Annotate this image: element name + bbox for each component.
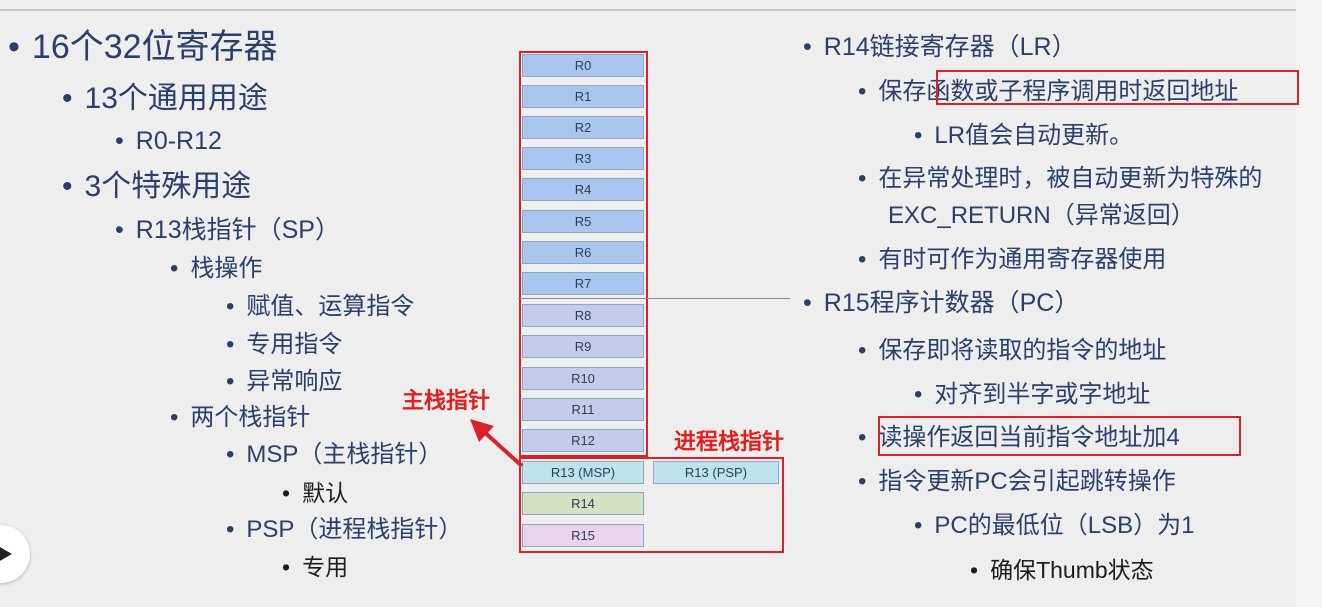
red-box-general-registers (519, 51, 648, 457)
register-r0: R0 (522, 54, 644, 77)
bullet-psp: •PSP（进程栈指针） (226, 516, 463, 543)
register-r11: R11 (522, 398, 644, 421)
bullet-sp: •R13栈指针（SP） (115, 216, 340, 244)
play-icon (0, 547, 12, 561)
bullet-lr-general: •有时可作为通用寄存器使用 (858, 246, 1167, 273)
bullet-dot: • (858, 165, 867, 192)
bullet-dot: • (858, 468, 867, 495)
bullet-stack-ops: •栈操作 (170, 255, 263, 282)
bullet-pc: •R15程序计数器（PC） (803, 289, 1080, 317)
bullet-dot: • (170, 404, 179, 431)
register-r14: R14 (522, 492, 644, 515)
bullet-dot: • (282, 480, 291, 506)
bullet-dot: • (803, 289, 812, 317)
bullet-msp-default: •默认 (282, 480, 349, 506)
label-process-stack-pointer: 进程栈指针 (674, 429, 785, 454)
bullet-dot: • (858, 337, 867, 364)
bullet-dot: • (226, 368, 235, 395)
bullet-psp-dedicated: •专用 (282, 554, 349, 580)
red-box-lr-return-address (936, 70, 1299, 105)
bullet-lr: •R14链接寄存器（LR） (803, 33, 1077, 61)
register-r13-psp: R13 (PSP) (653, 461, 779, 484)
bullet-dot: • (226, 441, 235, 468)
bullet-dot: • (914, 512, 923, 539)
bullet-dot: • (115, 216, 124, 244)
play-button[interactable] (0, 525, 30, 583)
register-r13-msp: R13 (MSP) (522, 461, 644, 484)
register-r3: R3 (522, 147, 644, 170)
bullet-dot: • (8, 28, 20, 66)
bullet-two-sp: •两个栈指针 (170, 404, 311, 431)
register-r7: R7 (522, 272, 644, 295)
bullet-pc-align: •对齐到半字或字地址 (914, 381, 1151, 408)
bullet-dot: • (226, 293, 235, 320)
bullet-lr-exception: •在异常处理时，被自动更新为特殊的 (858, 165, 1263, 192)
bullet-dot: • (858, 424, 867, 451)
bullet-dot: • (226, 331, 235, 358)
register-r6: R6 (522, 241, 644, 264)
bullet-dot: • (115, 127, 124, 155)
bullet-dot: • (170, 255, 179, 282)
register-r15: R15 (522, 524, 644, 547)
bullet-pc-save: •保存即将读取的指令的地址 (858, 337, 1167, 364)
register-r12: R12 (522, 429, 644, 452)
bullet-special-purpose: •3个特殊用途 (62, 170, 252, 203)
bullet-pc-lsb: •PC的最低位（LSB）为1 (914, 512, 1195, 539)
lr-exc-return-line: EXC_RETURN（异常返回） (888, 202, 1195, 229)
register-r8: R8 (522, 304, 644, 327)
bullet-dot: • (970, 557, 979, 583)
bullet-op-exception: •异常响应 (226, 368, 343, 395)
bullet-dot: • (803, 33, 812, 61)
bullet-dot: • (914, 122, 923, 149)
bullet-pc-thumb: •确保Thumb状态 (970, 557, 1154, 583)
register-r2: R2 (522, 116, 644, 139)
bullet-dot: • (914, 381, 923, 408)
bullet-pc-read: •读操作返回当前指令地址加4 (858, 424, 1180, 451)
bullet-dot: • (62, 170, 73, 203)
bullet-dot: • (858, 246, 867, 273)
top-divider (0, 9, 1296, 11)
connector-line (518, 298, 790, 299)
bullet-lr-save: •保存函数或子程序调用时返回地址 (858, 78, 1239, 105)
red-box-pc-read (878, 416, 1241, 456)
bullet-dot: • (282, 554, 291, 580)
bullet-general-purpose: •13个通用用途 (62, 82, 268, 115)
bullet-dot: • (62, 82, 73, 115)
arrow-to-msp (470, 419, 524, 468)
right-edge-panel (1296, 0, 1322, 607)
bullet-op-assign: •赋值、运算指令 (226, 293, 415, 320)
register-r5: R5 (522, 210, 644, 233)
bullet-op-dedicated: •专用指令 (226, 331, 343, 358)
bullet-general-range: •R0-R12 (115, 127, 222, 155)
bullet-msp: •MSP（主栈指针） (226, 441, 443, 468)
register-r1: R1 (522, 85, 644, 108)
bullet-dot: • (226, 516, 235, 543)
label-main-stack-pointer: 主栈指针 (402, 388, 491, 413)
bullet-lr-auto: •LR值会自动更新。 (914, 122, 1134, 149)
register-r4: R4 (522, 178, 644, 201)
register-r10: R10 (522, 367, 644, 390)
register-r9: R9 (522, 335, 644, 358)
bullet-16-registers: •16个32位寄存器 (8, 28, 278, 66)
bullet-pc-update: •指令更新PC会引起跳转操作 (858, 468, 1176, 495)
bullet-dot: • (858, 78, 867, 105)
red-box-special-registers (519, 457, 784, 553)
